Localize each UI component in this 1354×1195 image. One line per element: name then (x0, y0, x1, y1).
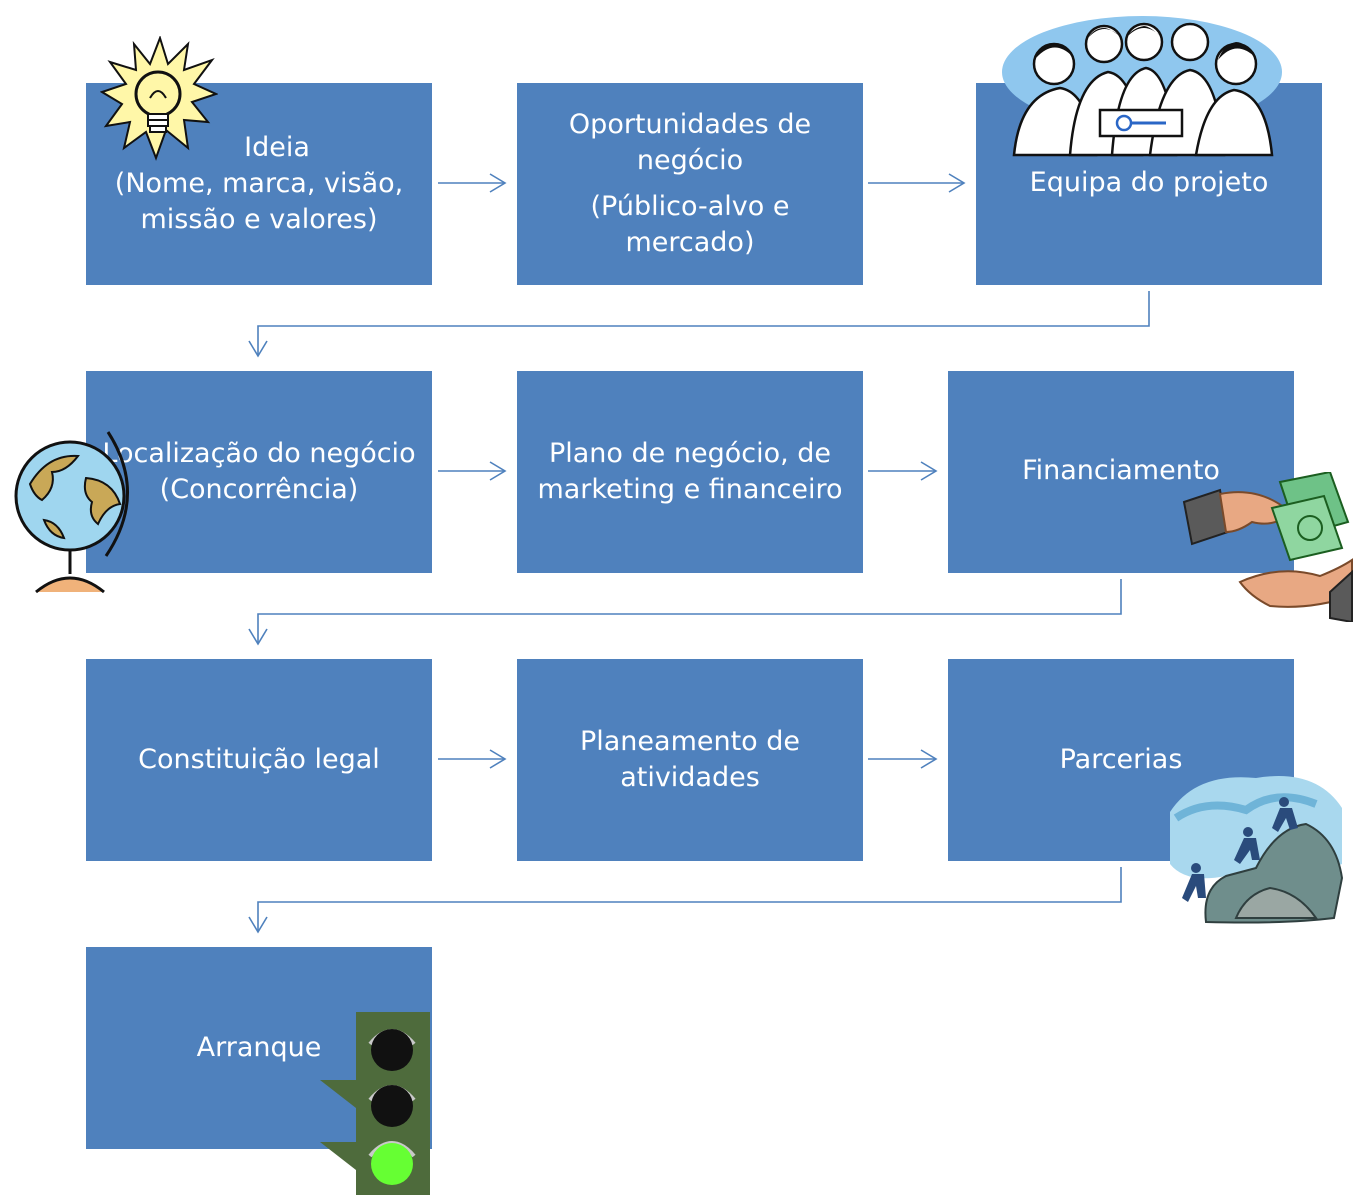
step-plano: Plano de negócio, de marketing e finance… (517, 371, 863, 573)
arrow-9-10 (257, 867, 1122, 932)
arrow-1-2-head (489, 173, 507, 193)
arrow-8-9-head (920, 749, 938, 769)
arrow-9-10-head (248, 916, 268, 934)
step-arranque-title: Arranque (196, 1032, 322, 1063)
step-financiamento-title: Financiamento (1022, 455, 1220, 486)
globe-icon (14, 431, 129, 594)
step-oportunidades-title: Oportunidades de negócio (568, 109, 812, 176)
arrow-3-4-head (248, 340, 268, 358)
step-constituicao-title: Constituição legal (138, 744, 380, 775)
climbers-icon (1170, 776, 1344, 924)
step-financiamento: Financiamento (948, 371, 1294, 573)
money-handshake-icon (1182, 472, 1353, 622)
arrow-3-4 (257, 291, 1150, 356)
traffic-light-icon (320, 1012, 430, 1195)
step-localizacao-title: Localização do negócio (102, 438, 416, 469)
step-planeamento-title: Planeamento de atividades (579, 726, 801, 793)
lightbulb-icon (100, 36, 218, 161)
step-parcerias-title: Parcerias (1059, 744, 1183, 775)
step-oportunidades: Oportunidades de negócio (Público-alvo e… (517, 83, 863, 285)
step-localizacao-detail: (Concorrência) (159, 474, 359, 505)
arrow-4-5-head (489, 461, 507, 481)
step-equipa-title: Equipa do projeto (1029, 167, 1269, 198)
team-icon (1002, 16, 1282, 157)
arrow-7-8-head (489, 749, 507, 769)
arrow-6-7-head (248, 628, 268, 646)
step-ideia: Ideia (Nome, marca, visão, missão e valo… (86, 83, 432, 285)
step-ideia-detail: (Nome, marca, visão, missão e valores) (114, 168, 404, 235)
step-localizacao: Localização do negócio (Concorrência) (86, 371, 432, 573)
step-constituicao: Constituição legal (86, 659, 432, 861)
arrow-2-3-head (948, 173, 966, 193)
step-plano-title: Plano de negócio, de marketing e finance… (537, 438, 843, 505)
step-ideia-title: Ideia (244, 132, 310, 163)
step-planeamento: Planeamento de atividades (517, 659, 863, 861)
step-oportunidades-detail: (Público-alvo e mercado) (590, 191, 790, 258)
arrow-5-6-head (920, 461, 938, 481)
arrow-6-7 (257, 579, 1122, 644)
